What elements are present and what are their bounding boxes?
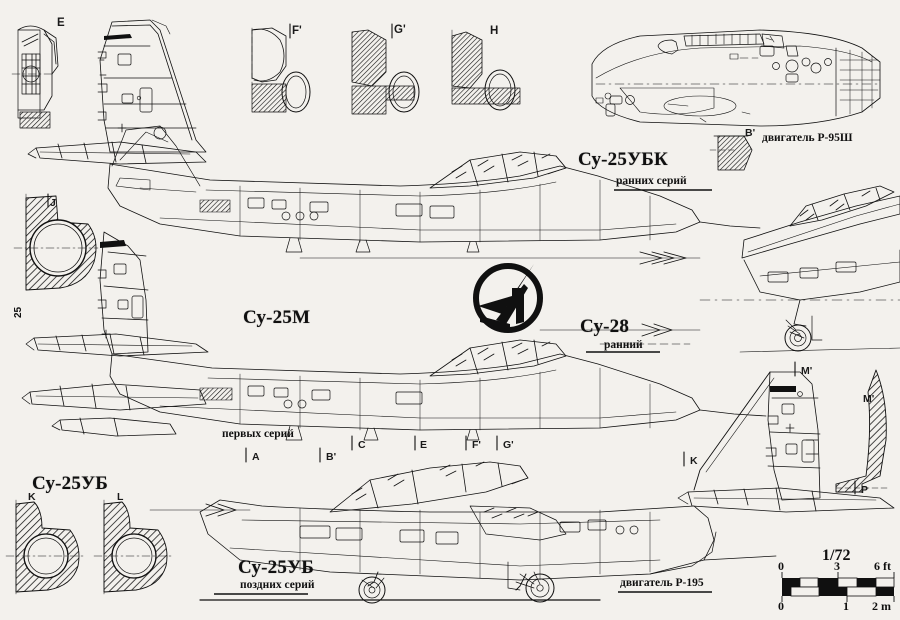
section-marker-E-mid: E (420, 439, 428, 451)
section-marker-G-top: G' (394, 24, 406, 36)
scale-m-tick-2: 2 m (872, 599, 891, 613)
section-marker-B-mid: В' (326, 451, 337, 463)
section-marker-J: J (50, 197, 56, 209)
aircraft-title-su25ubk: Су-25УБК (578, 149, 668, 170)
section-tick-marks (47, 23, 856, 495)
scale-m-tick-1: 1 (843, 599, 849, 613)
aircraft-su28-side-view (699, 185, 900, 353)
scale-ratio-label: 1/72 (822, 547, 851, 564)
section-marker-K-cs: K (28, 491, 36, 503)
aircraft-subtitle-su28: ранний (604, 339, 643, 351)
section-marker-G-mid: G' (503, 439, 514, 451)
aircraft-subtitle-su25ubk: ранних серий (616, 175, 687, 187)
aircraft-subtitle-su25ub-bottom: поздних серий (240, 579, 315, 591)
scale-ft-tick-3: 3 (834, 559, 840, 573)
scale-ft-tick-6: 6 ft (874, 559, 891, 573)
section-K-bottom (5, 499, 85, 595)
section-marker-E-top: E (57, 17, 65, 29)
section-F-top (251, 27, 311, 113)
section-L-bottom (93, 499, 173, 595)
aircraft-su25ubk-side-view (27, 125, 761, 253)
section-marker-P-sect: P (861, 484, 869, 496)
engine-label-r95sh: двигатель Р-95Ш (762, 132, 853, 144)
aircraft-title-su25ub-left: Су-25УБ (32, 473, 108, 494)
aircraft-title-su28: Су-28 (580, 316, 630, 337)
section-marker-B-eng: В' (745, 127, 756, 139)
section-marker-M-sect: M' (863, 393, 875, 405)
section-marker-C-mid: C (358, 439, 366, 451)
centerline-arrow-3 (149, 503, 251, 517)
section-G-top (351, 29, 420, 115)
fuselage-plan-top-view (591, 29, 881, 127)
aircraft-su25m-side-view (21, 231, 767, 441)
vertical-tail-upper (97, 19, 207, 153)
aircraft-su25ub-bottom-side-view (199, 371, 895, 604)
engine-label-r195: двигатель Р-195 (620, 577, 704, 589)
centerline-arrow-2 (539, 323, 701, 345)
page-number: 25 (13, 306, 24, 318)
section-M-tail-root (835, 369, 891, 493)
scale-ft-tick-0: 0 (778, 559, 784, 573)
sukhoi-emblem (473, 263, 543, 333)
section-marker-F-top: F' (292, 25, 302, 37)
section-E-nose (11, 25, 59, 129)
section-B-engine (709, 135, 753, 171)
scale-m-tick-0: 0 (778, 599, 784, 613)
section-marker-F-mid: F' (472, 439, 481, 451)
centerline-arrow-1 (299, 251, 701, 265)
section-H-top (451, 29, 521, 111)
section-marker-M-tail: M' (801, 365, 813, 377)
label-underlines (214, 189, 712, 595)
section-marker-A-mid: A (252, 451, 260, 463)
aircraft-subtitle-first-series: первых серий (222, 428, 294, 440)
scale-bar-graphic (781, 572, 895, 602)
section-J (13, 193, 99, 293)
section-marker-L-cs: L (117, 491, 124, 503)
section-marker-H-top: H (490, 25, 499, 37)
aircraft-title-su25ub-bottom: Су-25УБ (238, 557, 314, 578)
aircraft-title-su25m: Су-25М (243, 307, 311, 328)
section-marker-K-mid: K (690, 455, 698, 467)
